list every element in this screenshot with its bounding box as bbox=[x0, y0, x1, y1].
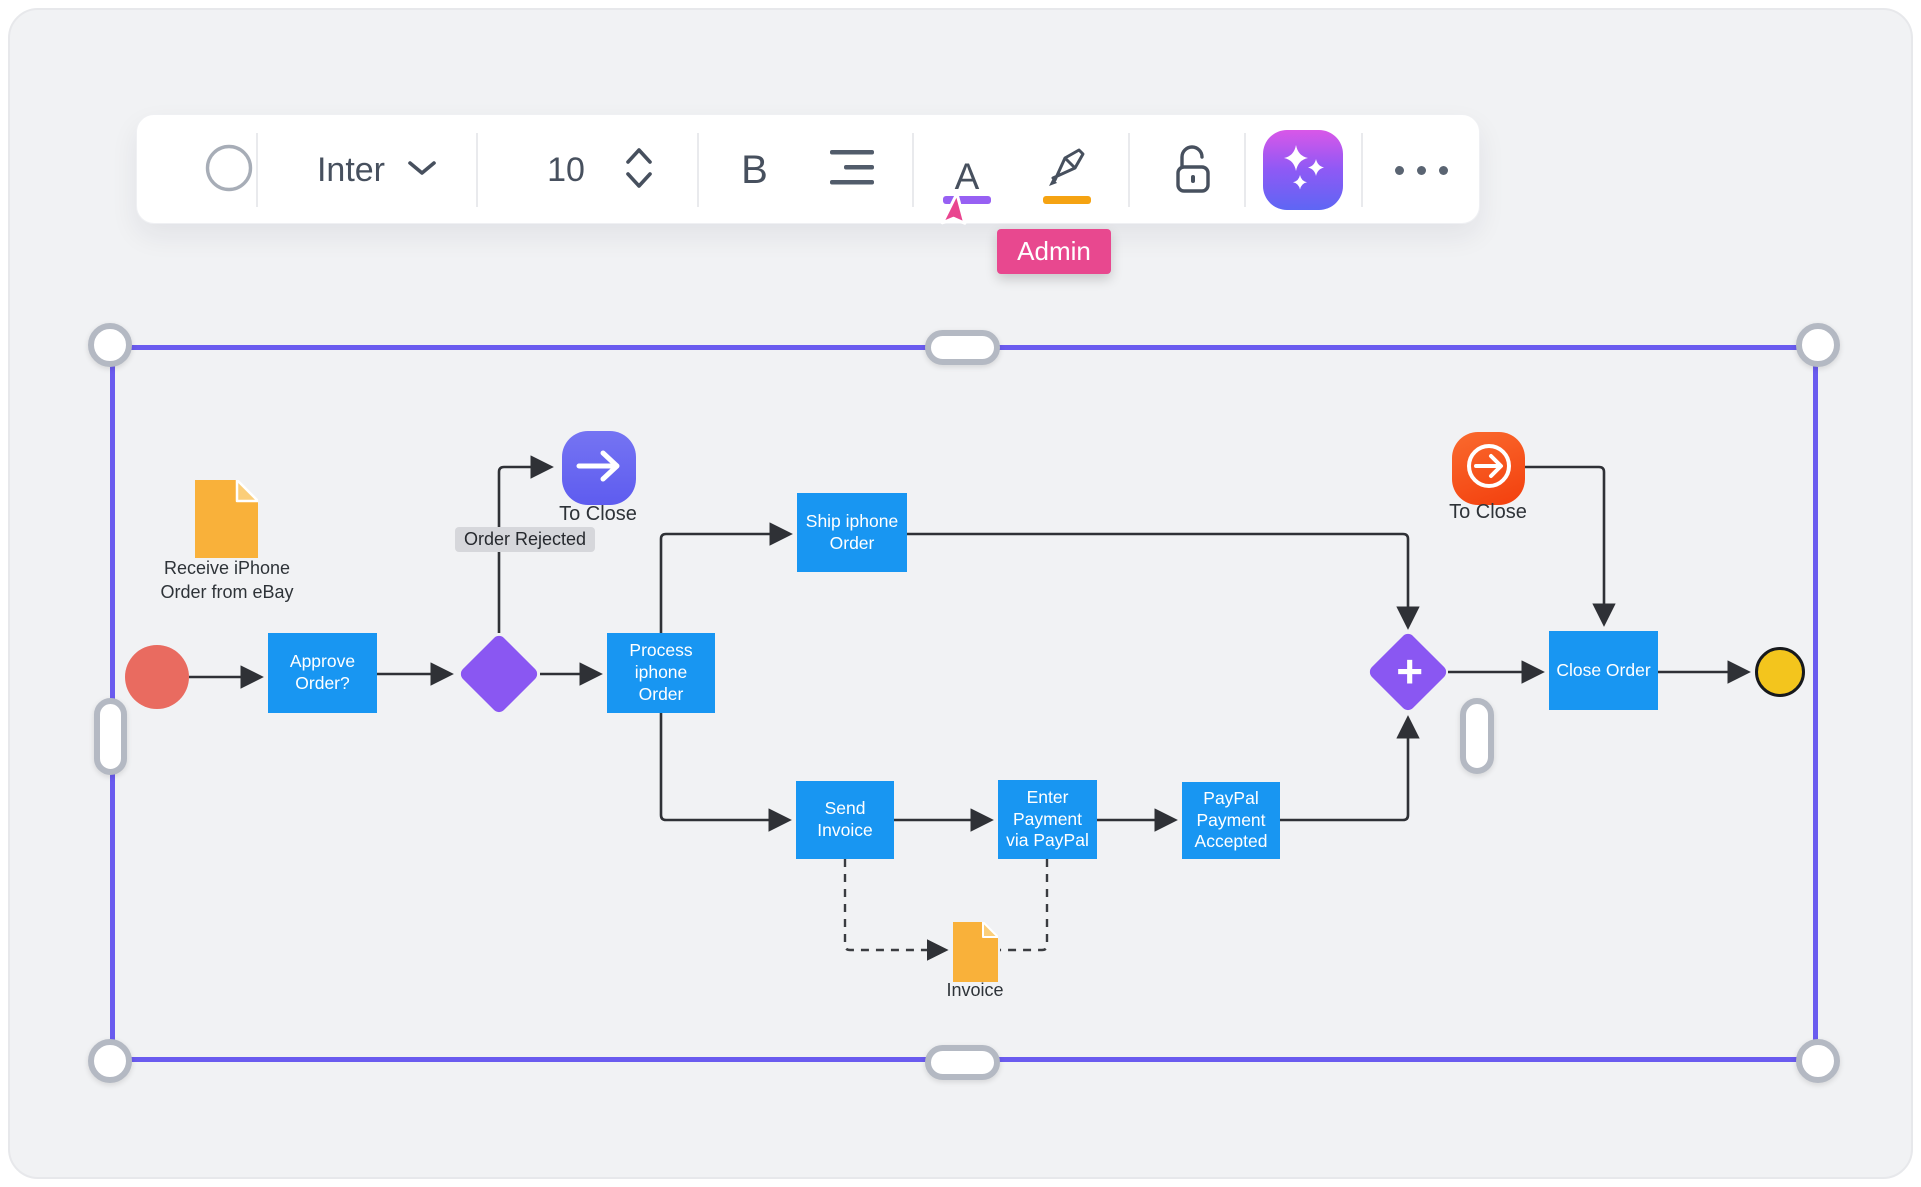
ai-assist-button[interactable] bbox=[1263, 130, 1343, 210]
wire-accepted-to-joingateway bbox=[1280, 715, 1420, 822]
unlock-icon bbox=[1168, 141, 1216, 200]
circle-arrow-right-icon bbox=[1464, 441, 1514, 496]
receive-order-label: Receive iPhone Order from eBay bbox=[160, 558, 294, 603]
task-approve-order[interactable]: Approve Order? bbox=[268, 633, 377, 713]
circle-outline-icon bbox=[205, 144, 253, 197]
task-label: PayPal Payment Accepted bbox=[1194, 787, 1268, 852]
selection-handle-bottom-right[interactable] bbox=[1796, 1039, 1840, 1083]
selection-handle-top-center[interactable] bbox=[925, 330, 1000, 365]
collaborator-cursor-icon bbox=[940, 190, 998, 253]
exclusive-gateway-diamond[interactable] bbox=[457, 632, 541, 716]
selection-handle-top-left[interactable] bbox=[88, 323, 132, 367]
ellipsis-icon bbox=[1394, 165, 1448, 175]
toolbar-divider bbox=[912, 133, 914, 207]
end-event-circle[interactable] bbox=[1755, 647, 1805, 697]
task-label: Send Invoice bbox=[817, 798, 873, 840]
toolbar-divider bbox=[1361, 133, 1363, 207]
toolbar-divider bbox=[256, 133, 258, 207]
font-size-stepper[interactable] bbox=[623, 144, 655, 197]
task-enter-payment-paypal[interactable]: Enter Payment via PayPal bbox=[998, 780, 1097, 859]
text-color-icon: A bbox=[954, 156, 980, 197]
task-send-invoice[interactable]: Send Invoice bbox=[796, 781, 894, 859]
arrow-right-icon bbox=[576, 449, 622, 488]
selection-handle-top-right[interactable] bbox=[1796, 323, 1840, 367]
wire-ship-to-joingateway bbox=[907, 532, 1420, 630]
task-label: Approve Order? bbox=[289, 651, 356, 693]
format-toolbar: Inter 10 B bbox=[136, 114, 1480, 224]
wire-process-to-ship bbox=[659, 522, 793, 633]
toolbar-divider bbox=[1128, 133, 1130, 207]
wire-sendinvoice-to-invoice-doc bbox=[843, 859, 949, 961]
lock-button[interactable] bbox=[1147, 115, 1237, 225]
task-label: Close Order bbox=[1556, 659, 1651, 680]
toolbar-divider bbox=[697, 133, 699, 207]
task-close-order[interactable]: Close Order bbox=[1549, 631, 1658, 710]
invoice-document-icon[interactable] bbox=[953, 921, 999, 987]
highlighter-icon bbox=[1041, 142, 1093, 199]
link-to-close-right[interactable] bbox=[1452, 432, 1525, 505]
text-color-button[interactable]: A bbox=[922, 115, 1012, 225]
collaborator-name-tag: Admin bbox=[997, 229, 1111, 274]
toolbar-divider bbox=[1244, 133, 1246, 207]
wire-process-to-sendinvoice bbox=[659, 713, 792, 832]
receive-order-document-icon[interactable] bbox=[195, 478, 260, 563]
font-size-control: 10 bbox=[521, 115, 681, 225]
to-close-right-label: To Close bbox=[1449, 501, 1527, 523]
shape-style-button[interactable] bbox=[174, 115, 284, 225]
parallel-gateway-diamond[interactable]: + bbox=[1366, 630, 1450, 714]
bold-icon: B bbox=[741, 147, 768, 192]
invoice-label: Invoice bbox=[946, 980, 1004, 1000]
selection-handle-bottom-center[interactable] bbox=[925, 1045, 1000, 1080]
wire-payment-to-invoice-doc bbox=[1000, 859, 1049, 952]
task-process-iphone-order[interactable]: Process iphone Order bbox=[607, 633, 715, 713]
order-rejected-flow-label: Order Rejected bbox=[455, 527, 596, 552]
toolbar-divider bbox=[476, 133, 478, 207]
selection-handle-left-middle[interactable] bbox=[94, 698, 127, 775]
link-to-close-left[interactable] bbox=[562, 431, 636, 505]
wire-toclose-to-closeorder bbox=[1525, 465, 1616, 627]
selection-handle-bottom-left[interactable] bbox=[88, 1039, 132, 1083]
align-lines-icon bbox=[829, 148, 875, 193]
lane-resize-handle[interactable] bbox=[1460, 698, 1494, 774]
start-event-circle[interactable] bbox=[125, 645, 189, 709]
task-label: Process iphone Order bbox=[629, 640, 693, 704]
text-align-button[interactable] bbox=[812, 115, 892, 225]
bold-button[interactable]: B bbox=[717, 115, 792, 225]
to-close-left-label: To Close bbox=[559, 503, 637, 525]
task-label: Ship iphone Order bbox=[805, 510, 899, 553]
plus-icon: + bbox=[1395, 644, 1423, 697]
chevron-down-icon bbox=[407, 159, 437, 182]
font-family-dropdown[interactable]: Inter bbox=[277, 115, 477, 225]
text-color-swatch bbox=[943, 196, 991, 204]
task-paypal-payment-accepted[interactable]: PayPal Payment Accepted bbox=[1182, 782, 1280, 859]
task-label: Enter Payment via PayPal bbox=[1006, 786, 1089, 851]
task-ship-iphone-order[interactable]: Ship iphone Order bbox=[797, 493, 907, 572]
font-size-value: 10 bbox=[547, 150, 585, 189]
wire-gateway-to-toclose bbox=[497, 455, 554, 633]
highlight-color-swatch bbox=[1043, 196, 1091, 204]
highlight-color-button[interactable] bbox=[1022, 115, 1112, 225]
sparkles-icon bbox=[1274, 139, 1332, 202]
font-family-value: Inter bbox=[316, 150, 386, 189]
more-options-button[interactable] bbox=[1381, 115, 1461, 225]
